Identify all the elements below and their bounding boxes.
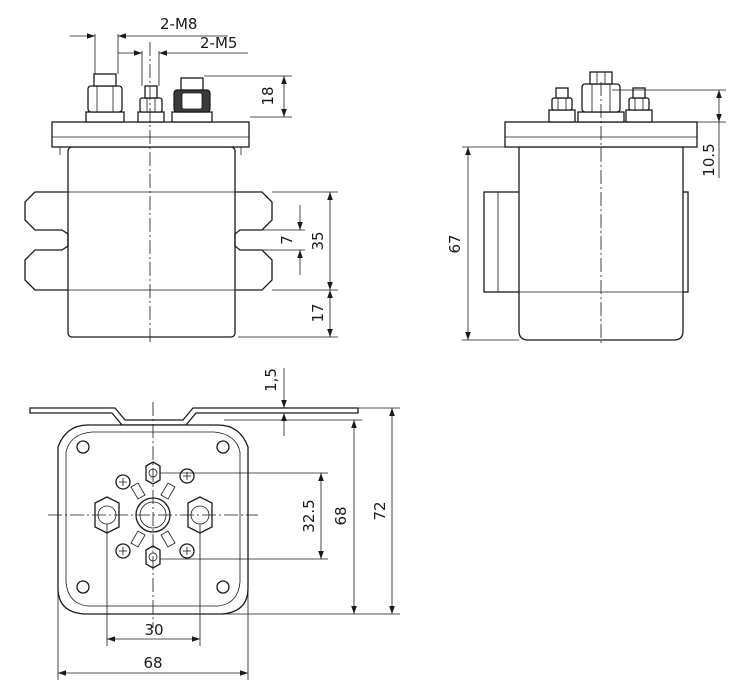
- label-67: 67: [446, 234, 464, 253]
- m8-terminal-left-top: [94, 496, 120, 534]
- mounting-bracket: [29, 407, 359, 426]
- label-18: 18: [259, 86, 277, 105]
- label-30: 30: [144, 621, 163, 639]
- top-view: [29, 402, 359, 628]
- label-2-m8: 2-M8: [160, 15, 197, 33]
- side-m5-terminal-right: [625, 87, 653, 123]
- label-10-5: 10.5: [700, 143, 718, 176]
- label-17: 17: [309, 303, 327, 322]
- screw-icon: [115, 474, 131, 490]
- left-flange: [24, 191, 69, 291]
- side-view: [483, 71, 698, 345]
- mounting-hole: [216, 440, 230, 454]
- label-7: 7: [278, 235, 296, 245]
- top-view-dimensions: 1,5 32.5 68 72 30 68: [57, 368, 400, 680]
- m8-terminal-right: [171, 77, 213, 123]
- mounting-hole: [216, 580, 230, 594]
- label-35: 35: [309, 231, 327, 250]
- label-68-vertical: 68: [332, 506, 350, 525]
- label-32-5: 32.5: [300, 499, 318, 532]
- screw-icon: [115, 543, 131, 559]
- front-view-dimensions: 2-M8 2-M5 18 35 7 17: [70, 15, 338, 338]
- m8-terminal-left: [85, 73, 125, 123]
- cap-plate: [51, 121, 250, 148]
- m8-terminal-right-top: [187, 496, 213, 534]
- side-view-dimensions: 67 10.5: [446, 89, 726, 341]
- relay-body: [67, 146, 236, 338]
- right-flange: [234, 191, 273, 291]
- label-2-m5: 2-M5: [200, 34, 237, 52]
- side-m5-terminal-left: [548, 87, 576, 123]
- mounting-hole: [76, 440, 90, 454]
- front-view: [24, 42, 273, 345]
- label-68-horizontal: 68: [143, 654, 162, 672]
- label-1-5: 1,5: [262, 368, 280, 392]
- label-72: 72: [371, 501, 389, 520]
- m5-terminal: [137, 85, 165, 123]
- mounting-hole: [76, 580, 90, 594]
- screw-icon: [179, 543, 195, 559]
